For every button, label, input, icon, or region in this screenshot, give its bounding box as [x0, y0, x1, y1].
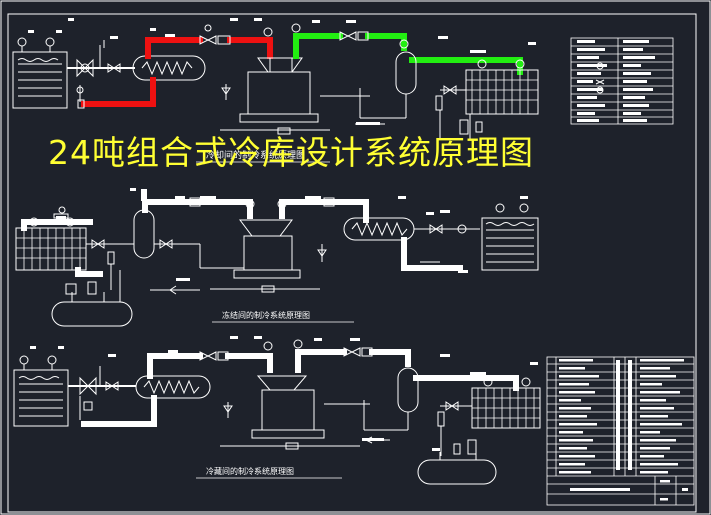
separator-bottom — [324, 367, 419, 431]
compressor-bottom — [251, 375, 325, 439]
system-middle: 冻结间的制冷系统原理图 — [15, 188, 539, 327]
overlay-title: 24吨组合式冷库设计系统原理图 — [48, 133, 534, 172]
evaporator-middle-right — [481, 203, 539, 271]
subtitle-middle: 冻结间的制冷系统原理图 — [222, 310, 310, 320]
separator-top — [320, 51, 417, 119]
subtitle-top: 冷却间的制冷系统原理图 — [206, 149, 305, 161]
pipe-bottom — [81, 349, 519, 427]
vessel-middle — [133, 209, 244, 269]
suction-line-top — [293, 33, 523, 75]
evaporator-top-right — [435, 59, 539, 140]
title-block — [546, 356, 695, 506]
condenser-bottom — [135, 375, 211, 399]
legend-table — [570, 37, 674, 125]
subtitle-bottom: 冷藏间的制冷系统原理图 — [206, 466, 294, 476]
compressor-middle — [189, 197, 335, 279]
evaporator-bottom-left — [13, 355, 69, 427]
evaporator-top-left — [12, 37, 68, 109]
evaporator-middle-left — [15, 217, 87, 271]
pipe-middle — [21, 189, 463, 277]
hot-line-top — [81, 37, 273, 107]
receiver-middle — [51, 270, 133, 327]
condenser-middle — [317, 217, 480, 262]
system-bottom: 冷藏间的制冷系统原理图 — [13, 336, 541, 485]
compressor-top — [239, 57, 319, 123]
system-top — [12, 18, 539, 140]
evaporator-bottom-right — [437, 377, 541, 456]
condenser-top — [132, 55, 206, 81]
receiver-bottom — [417, 452, 497, 485]
inner-frame — [7, 13, 697, 513]
